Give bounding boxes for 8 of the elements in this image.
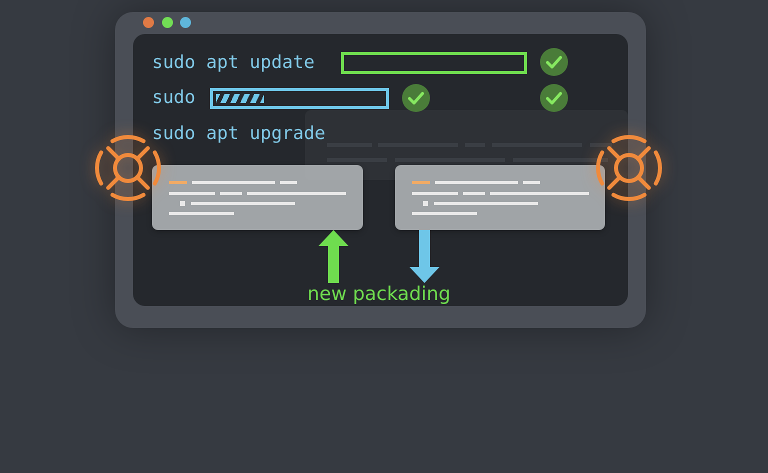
command-text: sudo apt update (152, 51, 315, 75)
message-card (152, 165, 363, 230)
command-text: sudo (152, 86, 196, 110)
command-text: sudo apt upgrade (152, 122, 326, 146)
arrow (318, 230, 348, 283)
arrow (410, 230, 440, 283)
caption-text: new packading (307, 283, 451, 305)
message-card (395, 165, 605, 230)
